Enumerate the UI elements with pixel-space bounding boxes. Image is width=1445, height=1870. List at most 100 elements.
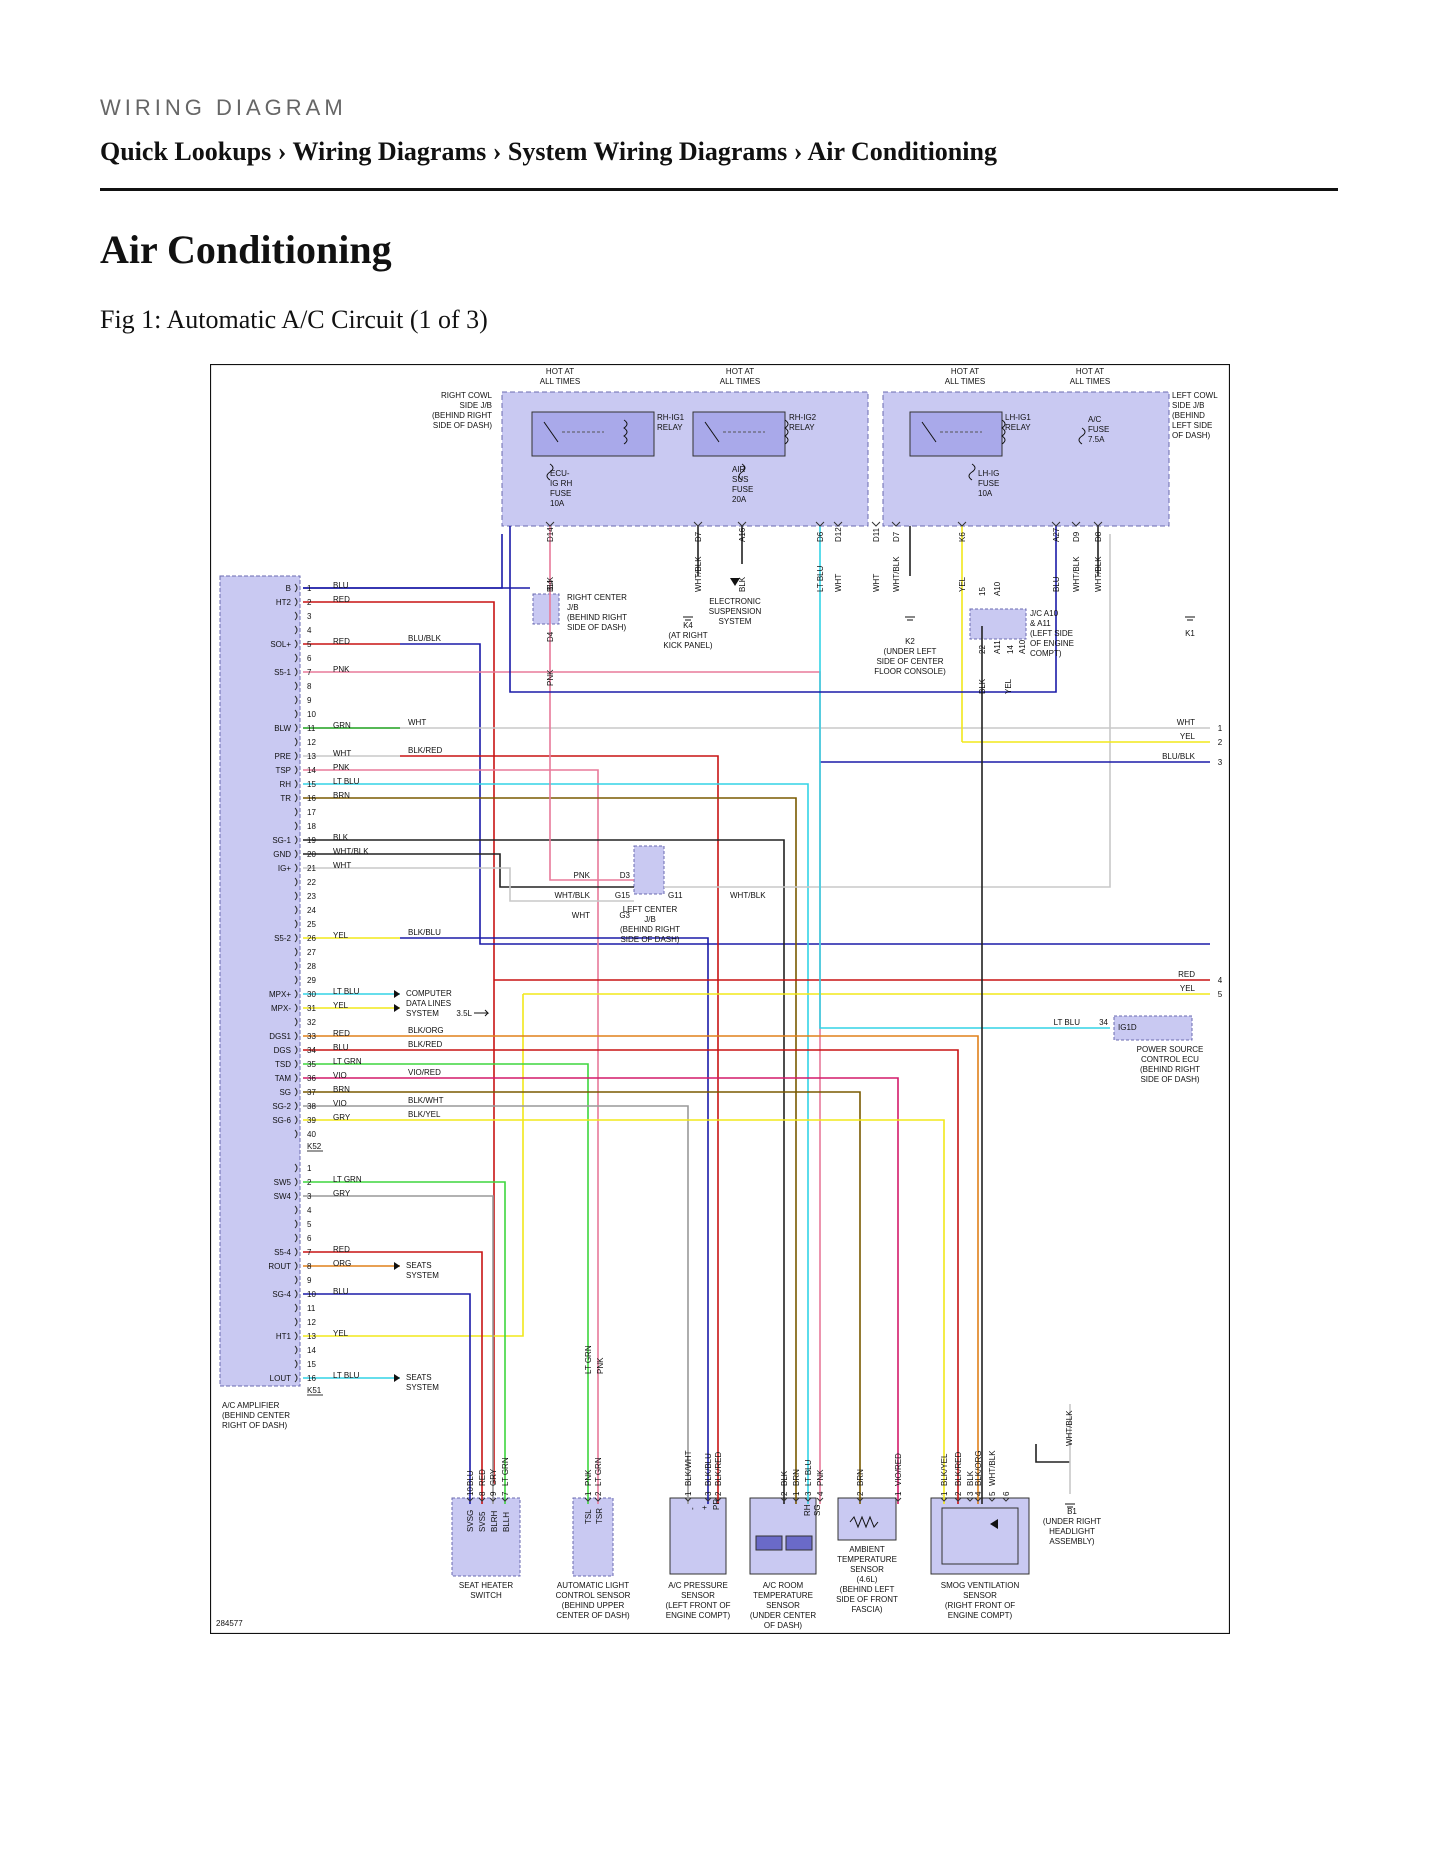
page-title: Air Conditioning [100,227,392,272]
fuse-label: 10A [978,489,993,498]
component-terminal [684,1497,692,1502]
seats-label: SEATS [406,1373,432,1382]
amp-pin-connector [294,583,298,593]
ac-amplifier-body [219,575,301,1387]
ground-k1-label: K1 [1185,629,1195,638]
wire-color-label: BLK [738,576,747,592]
component-pin-label: 2 [954,1491,963,1496]
auto-light-sensor-name: CONTROL SENSOR [556,1591,631,1600]
amp-pin-connector [294,821,298,831]
amp-pin-connector [294,1233,298,1243]
wire-color-label: WHT [1177,718,1195,727]
amp-pin-label: S5-4 [274,1248,291,1257]
amp-pin-label: HT1 [276,1332,292,1341]
component-terminal [714,1497,722,1502]
amp-pin-connector [294,1059,298,1069]
wire-color-label: RED [333,595,350,604]
hot-at-all-times-label: ALL TIMES [945,377,985,386]
amp-pin-number: 24 [307,906,316,915]
ambient-sensor-name: SENSOR [850,1565,884,1574]
auto-light-sensor-name: AUTOMATIC LIGHT [557,1581,629,1590]
smog-sensor-name: SMOG VENTILATION [941,1581,1020,1590]
room-temp-sensor-name: A/C ROOM [763,1581,804,1590]
amp-pin-label: TSP [275,766,291,775]
component-terminal [988,1497,996,1502]
jb-terminal [545,521,555,527]
wire-color-label: BLK/BLU [408,928,441,937]
amp-pin-label: LOUT [270,1374,291,1383]
wire-color-label: WHT [333,861,351,870]
amp-pin-number: 37 [307,1088,316,1097]
amp-pin-label: SG-4 [272,1290,291,1299]
amp-pin-connector [294,1163,298,1173]
wire-color-label: WHT [333,749,351,758]
jc-label: J/C A10 [1030,609,1059,618]
component-pin-label: 3 [804,1491,813,1496]
amp-pin-connector [294,975,298,985]
amp-pin-connector [294,1289,298,1299]
wire-color-label: BLK/WHT [408,1096,444,1105]
wire-tr-brn [303,797,797,1504]
wire-color-label: YEL [1180,732,1196,741]
wire-color-label: PNK [584,1469,593,1486]
amp-pin-number: 27 [307,948,316,957]
amp-pin-number: 33 [307,1032,316,1041]
amp-pin-label: MPX- [271,1004,291,1013]
smog-sensor-box [930,1497,1030,1575]
jb-terminal [891,521,901,527]
breadcrumb-item-quick-lookups[interactable]: Quick Lookups [100,137,272,166]
wire-tsp-pnk [303,769,599,1504]
ambient-sensor-name: (BEHIND LEFT [840,1585,895,1594]
amp-pin-connector [294,1177,298,1187]
left-center-jb-label: LEFT CENTER [623,905,678,914]
jc-label: OF ENGINE [1030,639,1074,648]
smog-diode-symbol [990,1519,998,1529]
ambient-sensor-name: AMBIENT [849,1545,885,1554]
amp-pin-connector [294,751,298,761]
ac-pressure-sensor-name: ENGINE COMPT) [666,1611,731,1620]
amp-pin-number: 38 [307,1102,316,1111]
jc-pin-label: A10 [993,581,1002,596]
wire-sw5-ltgrn [303,1181,506,1504]
room-temp-sensor-name: (UNDER CENTER [750,1611,816,1620]
wire-color-label: WHT/BLK [694,556,703,592]
breadcrumb-item-wiring-diagrams[interactable]: Wiring Diagrams [292,137,487,166]
amp-pin-number: 7 [307,668,312,677]
left-cowl-jb-label: (BEHIND [1172,411,1205,420]
seats-label: SYSTEM [406,1383,439,1392]
relay-label: RH-IG2 [789,413,817,422]
wire-color-label: LT BLU [1054,1018,1081,1027]
wire-color-label: BLU [333,581,349,590]
hot-at-all-times-label: HOT AT [726,367,754,376]
smog-sensor-name: (RIGHT FRONT OF [945,1601,1015,1610]
amp-pin-number: 21 [307,864,316,873]
ground-k2-label: K2 [905,637,915,646]
wire-color-label: YEL [1004,678,1013,694]
b1-ground-name: HEADLIGHT [1049,1527,1095,1536]
component-terminal [780,1497,788,1502]
hot-at-all-times-label: ALL TIMES [540,377,580,386]
jb-pin-label: D14 [546,527,555,542]
system-arrow [394,990,400,998]
amp-pin-connector [294,807,298,817]
wire-s54-red [303,1251,483,1504]
amp-pin-number: 13 [307,752,316,761]
amp-pin-connector [294,1261,298,1271]
component-terminal [804,1497,812,1502]
component-terminal-label: TSL [584,1509,593,1524]
left-center-jb-label: SIDE OF DASH) [620,935,679,944]
jb-pin-label: D11 [872,527,881,542]
wire-color-label: YEL [1180,984,1196,993]
breadcrumb-item-system-wiring[interactable]: System Wiring Diagrams [507,137,788,166]
ground-k4-label: KICK PANEL) [663,641,713,650]
amp-pin-number: 4 [307,1206,312,1215]
component-terminal [466,1497,474,1502]
jc-pin-label: 15 [978,587,987,596]
amp-pin-number: 11 [307,1304,316,1313]
amp-pin-connector [294,919,298,929]
component-pin-label: 2 [780,1491,789,1496]
fuse-label: FUSE [550,489,571,498]
breadcrumb-item-air-conditioning[interactable]: Air Conditioning [807,137,997,166]
ecu-pin-label: 34 [1099,1018,1108,1027]
ground-k2-label: (UNDER LEFT [884,647,937,656]
